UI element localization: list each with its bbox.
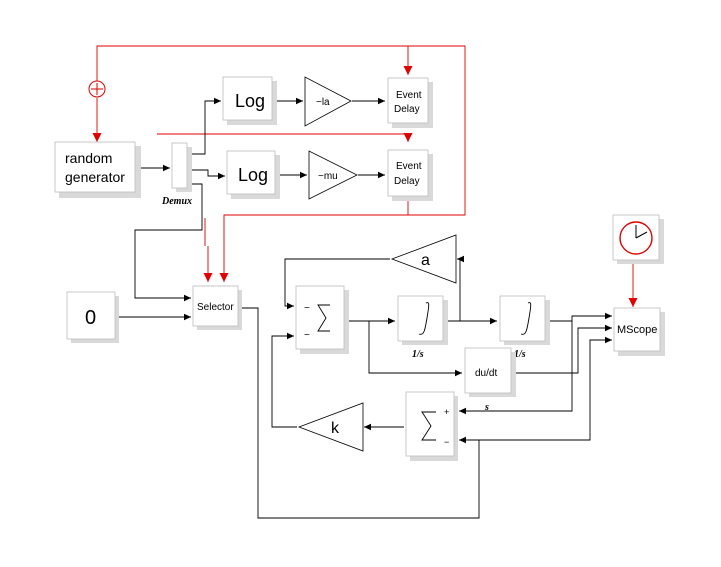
gain-mu-label: −mu [318,171,338,182]
sum-block-1[interactable]: − − [295,285,349,354]
gain-a-label: a [421,252,430,269]
integrator-block-2[interactable]: 1/s [499,295,550,360]
event-sum-block[interactable] [88,80,106,98]
event-delay-block-2[interactable]: Event Delay [387,149,433,201]
gain-a-block[interactable]: a [390,234,457,284]
mscope-block[interactable]: MScope [613,307,665,356]
constant-zero-label: 0 [85,307,96,329]
demux-label: Demux [161,196,192,207]
gain-la-block[interactable]: −la [304,76,352,127]
derivative-label: du/dt [475,368,497,379]
sum-block-2[interactable]: + − [405,391,458,461]
event-delay-1-label-1: Event [396,90,422,101]
sum2-sign-1: + [444,407,449,417]
derivative-s-label: s [484,402,489,413]
integrator-1-label: 1/s [412,349,424,360]
sum1-sign-1: − [304,303,310,314]
gain-k-label: k [331,420,340,437]
derivative-block[interactable]: du/dt s [464,347,516,413]
gain-k-block[interactable]: k [297,402,364,452]
event-delay-block-1[interactable]: Event Delay [387,77,433,128]
demux-block[interactable]: Demux [161,142,192,207]
log-label-1: Log [235,91,265,111]
gain-mu-block[interactable]: −mu [308,150,358,200]
selector-block[interactable]: Selector [192,285,242,330]
sum1-sign-2: − [304,330,310,341]
constant-zero-block[interactable]: 0 [66,291,119,343]
log-label-2: Log [238,165,268,185]
clock-icon [619,221,653,255]
integrator-2-label: 1/s [514,349,526,360]
gain-la-label: −la [316,97,330,108]
log-block-1[interactable]: Log [222,76,277,125]
event-delay-2-label-2: Delay [394,176,420,187]
mscope-label: MScope [617,324,657,336]
event-links [92,45,638,307]
random-generator-label-2: generator [65,169,125,185]
event-delay-2-label-1: Event [396,161,422,172]
integrator-block-1[interactable]: 1/s [397,295,448,360]
data-links [118,97,612,519]
log-block-2[interactable]: Log [226,150,280,199]
event-delay-1-label-2: Delay [394,104,420,115]
clock-block[interactable] [612,214,664,264]
selector-label: Selector [197,302,234,313]
sum2-sign-2: − [444,437,449,447]
random-generator-label-1: random [65,150,112,166]
random-generator-block[interactable]: random generator [54,141,141,198]
